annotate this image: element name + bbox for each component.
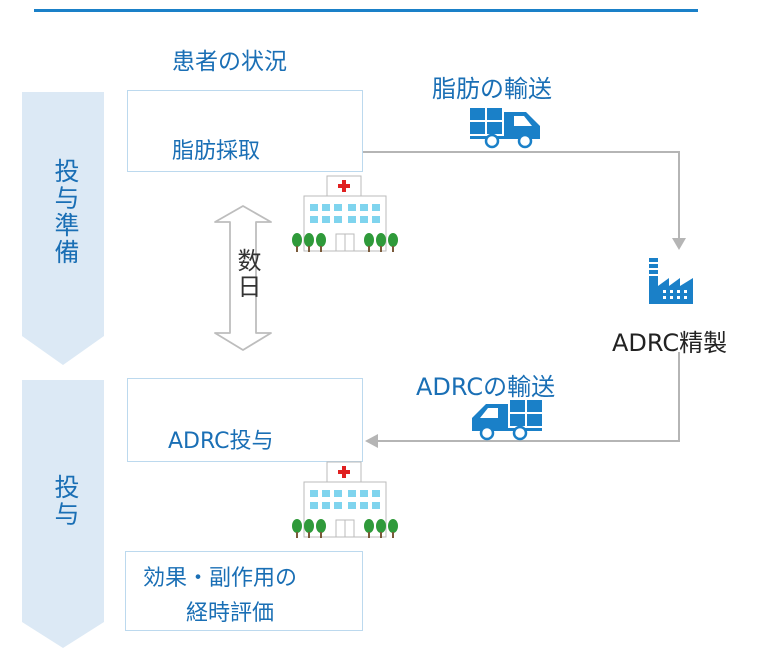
phase-bar-administration <box>22 380 104 648</box>
days-double-arrow <box>214 205 272 351</box>
arrow-to-factory <box>363 151 680 240</box>
duration-label: 数日 <box>233 248 261 300</box>
phase-bar-preparation <box>22 92 104 365</box>
top-rule <box>34 9 698 12</box>
arrow-to-factory-head <box>672 238 686 250</box>
fat-collection-label: 脂肪採取 <box>172 139 261 164</box>
factory-icon <box>649 258 693 304</box>
truck-icon-return <box>472 400 542 441</box>
adrc-purification-label: ADRC精製 <box>612 329 728 357</box>
fat-collection-box <box>127 90 363 172</box>
phase-label-preparation: 投与準備 <box>51 158 80 266</box>
phase-label-administration: 投与 <box>51 474 80 528</box>
evaluation-box <box>125 551 363 631</box>
hospital-icon-administration <box>292 461 398 538</box>
patient-status-heading: 患者の状況 <box>172 49 287 75</box>
evaluation-label-line2: 経時評価 <box>186 601 275 626</box>
adrc-transport-label: ADRCの輸送 <box>416 373 556 401</box>
truck-icon <box>470 108 540 149</box>
hospital-icon <box>292 175 398 252</box>
fat-transport-label: 脂肪の輸送 <box>432 75 552 103</box>
adrc-administration-label: ADRC投与 <box>168 429 274 454</box>
arrow-to-administration-head <box>365 434 378 448</box>
arrow-to-administration <box>376 352 680 442</box>
evaluation-label-line1: 効果・副作用の <box>143 566 298 591</box>
adrc-administration-box <box>127 378 363 462</box>
